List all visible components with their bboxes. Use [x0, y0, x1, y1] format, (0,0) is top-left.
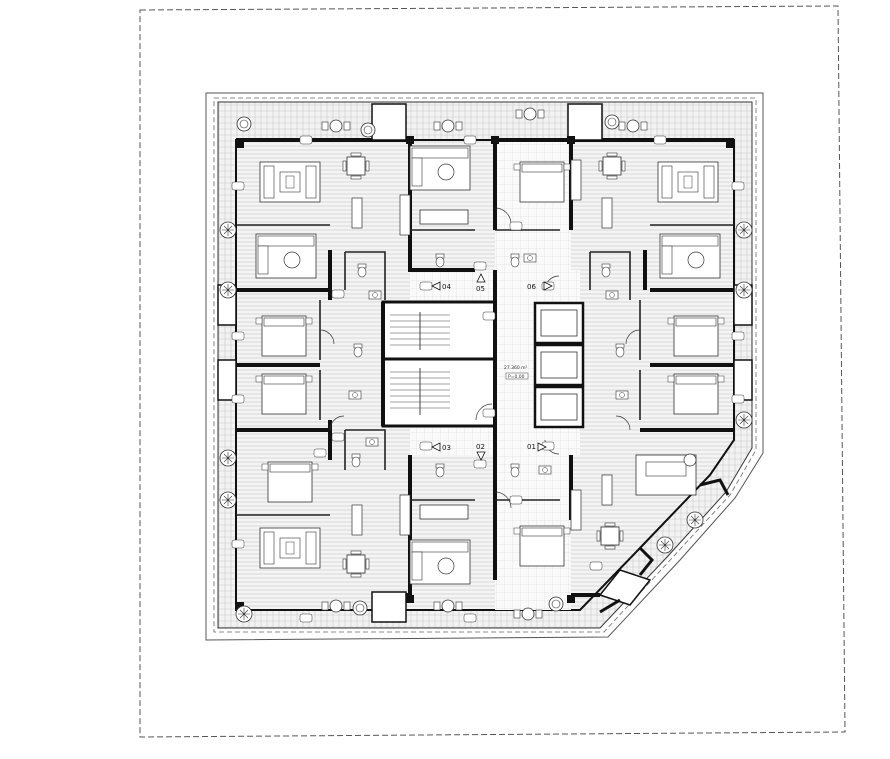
building-outline — [205, 92, 764, 641]
door-swings — [319, 207, 641, 509]
svg-text:01: 01 — [527, 443, 536, 451]
stair-treads — [390, 312, 450, 415]
apartment-label-05: 05 — [476, 273, 486, 293]
apartment-label-01: 01 — [527, 442, 547, 452]
apartment-label-06: 06 — [527, 281, 553, 291]
furniture — [255, 145, 725, 585]
elevators — [533, 301, 585, 429]
core-note: P=0.00 — [508, 374, 525, 380]
balcony-dashes — [213, 97, 757, 633]
stair-south — [381, 357, 497, 428]
svg-text:05: 05 — [476, 285, 485, 293]
apartment-label-04: 04 — [431, 281, 451, 291]
bathroom-fixtures — [348, 159, 629, 536]
core-area-label: 27.360 m² — [504, 365, 528, 371]
site-boundary — [139, 5, 846, 738]
diagonal-facade — [599, 478, 730, 614]
svg-text:02: 02 — [476, 443, 485, 451]
svg-text:06: 06 — [527, 283, 536, 291]
svg-text:03: 03 — [442, 444, 451, 452]
apartment-label-03: 03 — [431, 442, 451, 452]
stair-north — [381, 300, 497, 361]
apartment-label-02: 02 — [476, 443, 486, 461]
column-markers — [236, 136, 734, 610]
core-note-box — [505, 372, 529, 380]
svg-text:04: 04 — [442, 283, 451, 291]
